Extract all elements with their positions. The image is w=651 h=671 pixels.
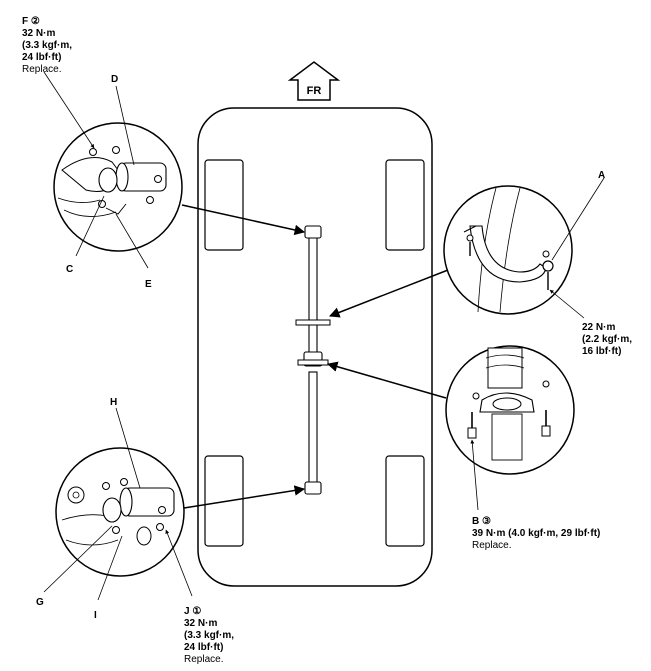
- torque-f-kgf: (3.3 kgf·m,: [22, 40, 72, 51]
- torque-callout-f: F ② 32 N·m (3.3 kgf·m, 24 lbf·ft) Replac…: [22, 16, 72, 75]
- torque-callout-a: 22 N·m (2.2 kgf·m, 16 lbf·ft): [582, 322, 632, 357]
- rear-flange-joint: [304, 481, 322, 495]
- rear-right-wheel: [385, 455, 425, 547]
- ref-f: ②: [31, 16, 40, 27]
- label-d: D: [111, 74, 118, 85]
- svg-text:F ②: F ②: [22, 16, 40, 27]
- torque-j-note: Replace.: [184, 654, 223, 665]
- rear-flange-detail: [55, 447, 306, 577]
- propeller-shaft: [295, 225, 331, 495]
- torque-j-kgf: (3.3 kgf·m,: [184, 630, 234, 641]
- torque-j-lbf: 24 lbf·ft): [184, 642, 223, 653]
- label-i: I: [94, 610, 97, 621]
- torque-a-kgf: (2.2 kgf·m,: [582, 334, 632, 345]
- torque-a-value: 22 N·m: [582, 322, 615, 333]
- front-direction-arrow: FR: [287, 61, 341, 101]
- torque-b-value: 39 N·m (4.0 kgf·m, 29 lbf·ft): [472, 528, 600, 539]
- label-j: J: [184, 606, 190, 617]
- torque-callout-b: B ③ 39 N·m (4.0 kgf·m, 29 lbf·ft) Replac…: [472, 516, 600, 551]
- torque-callout-j: J ① 32 N·m (3.3 kgf·m, 24 lbf·ft) Replac…: [184, 606, 234, 665]
- mid-heat-shield: [295, 319, 331, 326]
- fr-label: FR: [307, 85, 322, 97]
- leader-lines: [43, 71, 605, 601]
- torque-a-lbf: 16 lbf·ft): [582, 346, 621, 357]
- torque-f-lbf: 24 lbf·ft): [22, 52, 61, 63]
- torque-j-value: 32 N·m: [184, 618, 217, 629]
- label-h: H: [110, 397, 117, 408]
- torque-f-note: Replace.: [22, 64, 61, 75]
- front-flange-joint: [304, 225, 322, 239]
- front-flange-detail: [53, 122, 306, 252]
- front-left-wheel: [204, 159, 244, 251]
- label-g: G: [36, 597, 44, 608]
- label-b: B: [472, 516, 479, 527]
- ref-b: ③: [482, 516, 491, 527]
- ref-j: ①: [192, 606, 201, 617]
- heat-shield-bracket-detail: [329, 185, 573, 318]
- svg-text:J ①: J ①: [184, 606, 201, 617]
- label-c: C: [66, 264, 73, 275]
- svg-text:B ③: B ③: [472, 516, 491, 527]
- front-right-wheel: [385, 159, 425, 251]
- torque-f-value: 32 N·m: [22, 28, 55, 39]
- label-a: A: [598, 170, 605, 181]
- label-f: F: [22, 16, 28, 27]
- torque-b-note: Replace.: [472, 540, 511, 551]
- center-bearing-detail: [326, 345, 575, 475]
- label-e: E: [145, 279, 152, 290]
